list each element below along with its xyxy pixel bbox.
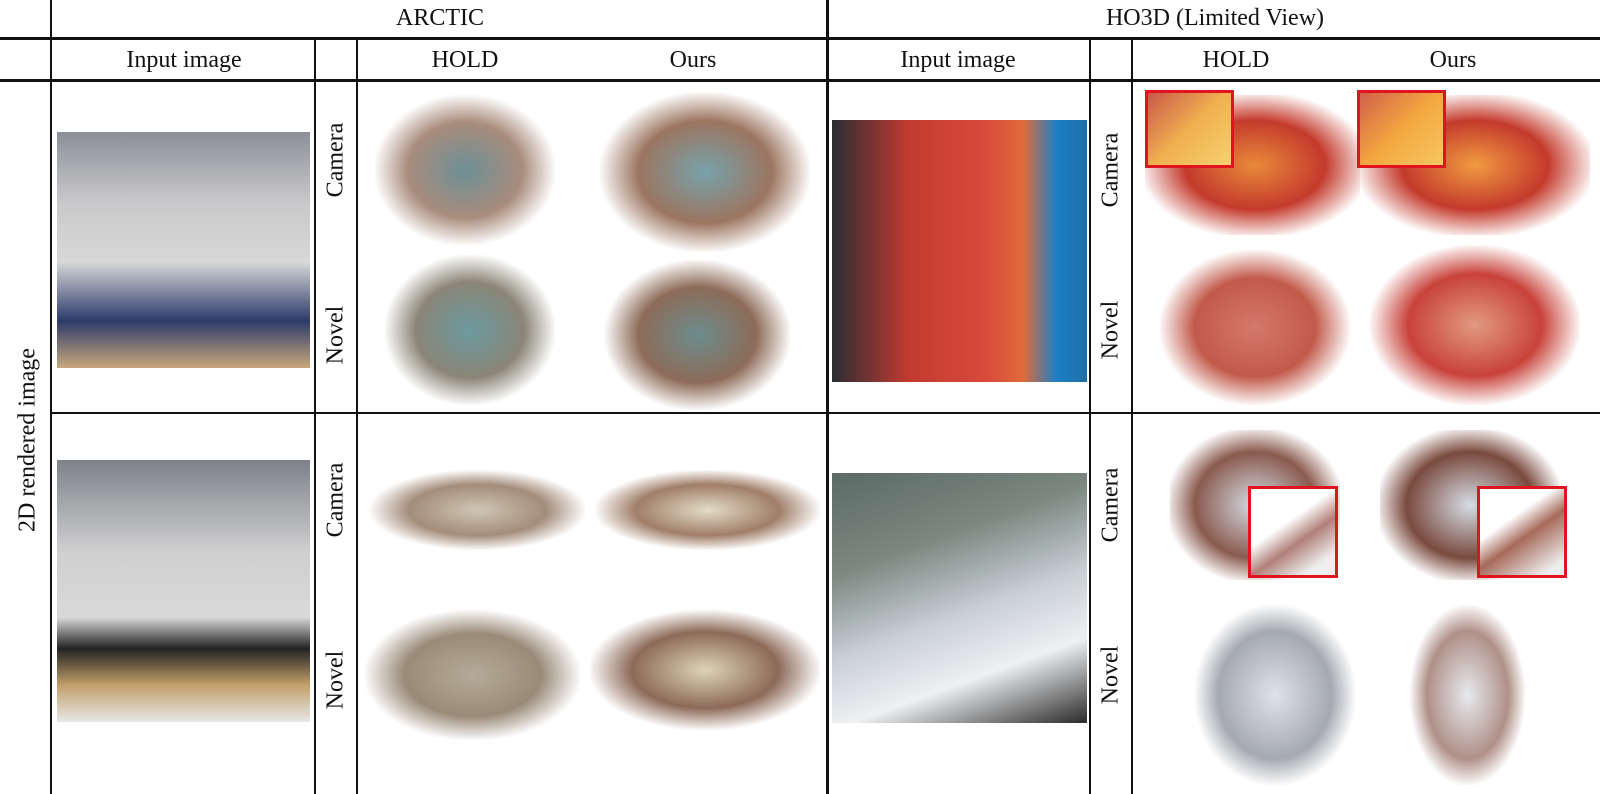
ours-novel-render bbox=[1410, 605, 1525, 785]
divider bbox=[52, 412, 1600, 414]
input-image-arctic-2 bbox=[57, 460, 310, 722]
view-label-camera: Camera bbox=[322, 462, 349, 538]
view-label-novel: Novel bbox=[322, 650, 349, 710]
divider bbox=[0, 79, 1600, 82]
divider bbox=[314, 40, 316, 794]
col-header-input: Input image bbox=[126, 47, 242, 73]
col-header-ours: Ours bbox=[669, 47, 717, 73]
ours-camera-render bbox=[595, 470, 820, 550]
row-label: 2D rendered image bbox=[14, 348, 41, 532]
zoom-inset-box bbox=[1145, 90, 1234, 168]
divider bbox=[356, 40, 358, 794]
col-header-hold: HOLD bbox=[431, 47, 499, 73]
divider bbox=[1089, 40, 1091, 794]
view-label-novel: Novel bbox=[322, 305, 349, 365]
input-image-ho3d-1 bbox=[832, 120, 1087, 382]
ours-novel-render bbox=[605, 260, 790, 410]
col-header-input: Input image bbox=[900, 47, 1016, 73]
hold-camera-render bbox=[375, 95, 555, 245]
divider bbox=[1131, 40, 1133, 794]
zoom-inset-box bbox=[1357, 90, 1446, 168]
divider bbox=[50, 0, 52, 794]
view-label-novel: Novel bbox=[1097, 645, 1124, 705]
view-label-camera: Camera bbox=[1097, 132, 1124, 208]
zoom-inset-box bbox=[1477, 486, 1567, 578]
group-header-ho3d: HO3D (Limited View) bbox=[1105, 5, 1325, 31]
hold-camera-render bbox=[370, 470, 585, 550]
hold-novel-render bbox=[365, 610, 580, 740]
ours-camera-render bbox=[600, 92, 810, 252]
view-label-novel: Novel bbox=[1097, 300, 1124, 360]
divider bbox=[0, 37, 1600, 40]
view-label-camera: Camera bbox=[322, 122, 349, 198]
hold-novel-render bbox=[385, 255, 555, 405]
input-image-arctic-1 bbox=[57, 132, 310, 368]
zoom-inset-box bbox=[1248, 486, 1338, 578]
hold-novel-render bbox=[1160, 250, 1350, 405]
view-label-camera: Camera bbox=[1097, 467, 1124, 543]
hold-novel-render bbox=[1195, 605, 1355, 785]
ours-novel-render bbox=[1370, 245, 1580, 405]
col-header-ours: Ours bbox=[1429, 47, 1477, 73]
col-header-hold: HOLD bbox=[1202, 47, 1270, 73]
divider bbox=[826, 0, 829, 794]
group-header-arctic: ARCTIC bbox=[395, 5, 485, 31]
input-image-ho3d-2 bbox=[832, 473, 1087, 723]
ours-novel-render bbox=[590, 610, 820, 730]
